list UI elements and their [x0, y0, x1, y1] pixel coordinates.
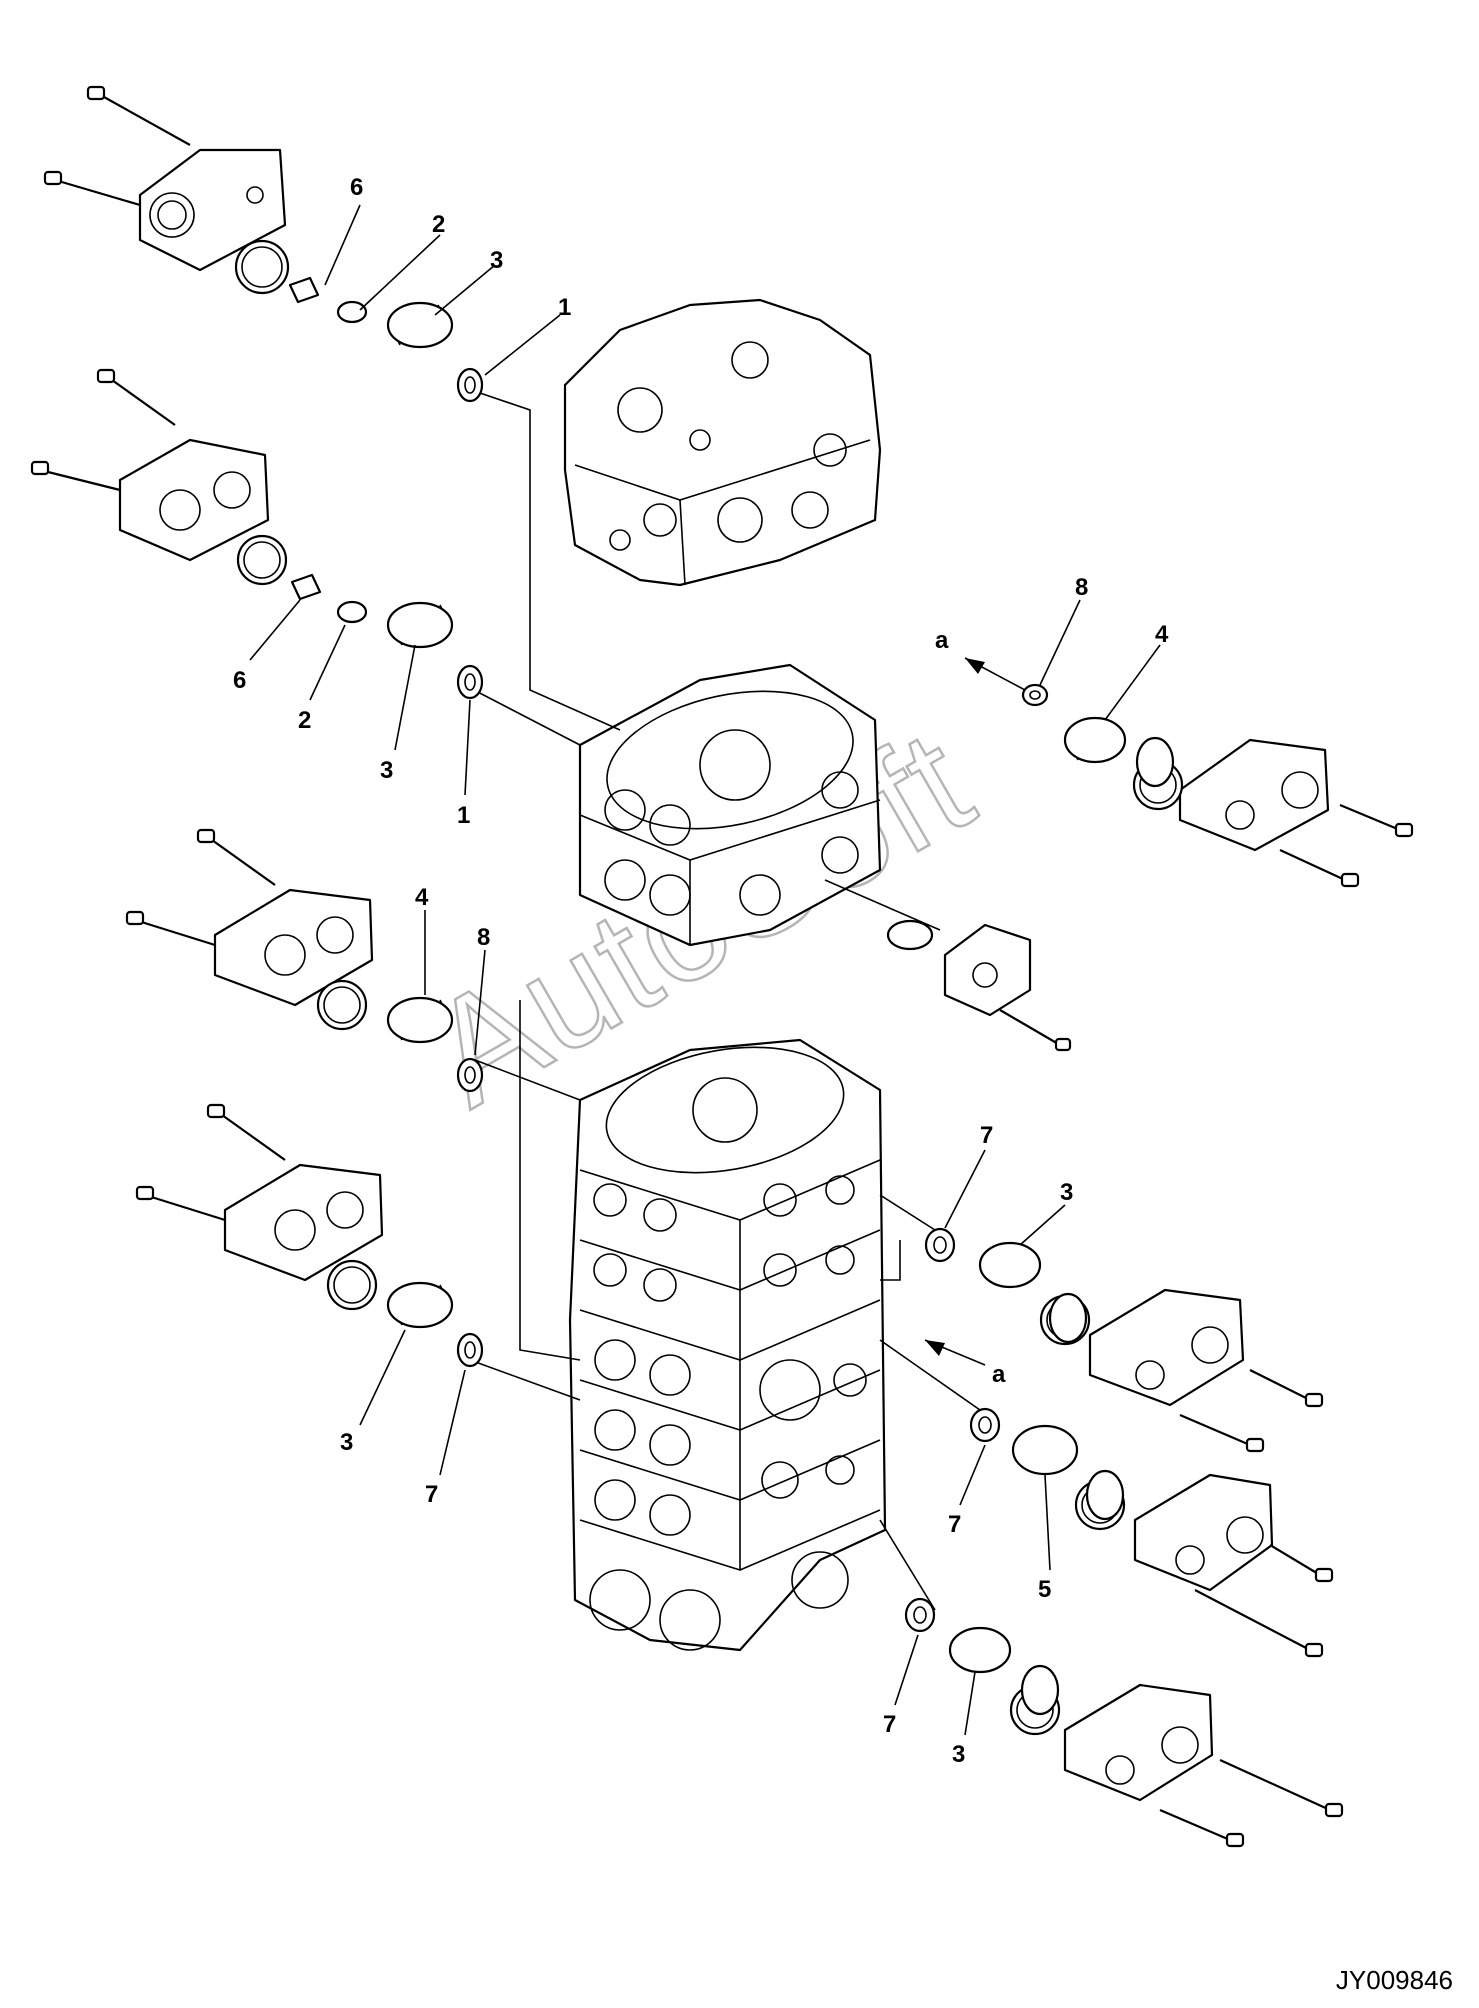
washer-8-right — [1021, 683, 1049, 707]
callout-2-mid: 2 — [298, 707, 311, 734]
sleeve-top — [336, 300, 368, 324]
washer-7-right-upper — [924, 1227, 956, 1263]
cover-plate-bottom-left — [135, 1103, 384, 1311]
callout-7-left-lower: 7 — [425, 1481, 438, 1508]
o-ring-right-lower — [1020, 1664, 1060, 1716]
washer-7-right-mid — [969, 1407, 1001, 1443]
o-ring-right-upper — [1135, 736, 1175, 788]
callout-2-top: 2 — [432, 211, 445, 238]
spring-right-3 — [978, 1241, 1042, 1289]
o-ring-right-3 — [1048, 1292, 1088, 1344]
callout-3-right-lower: 3 — [952, 1741, 965, 1768]
valve-body-lower-stack — [568, 1038, 887, 1652]
cover-plate-top-left — [43, 85, 290, 295]
callout-leaders — [249, 204, 1161, 1736]
callout-a-lower: a — [992, 1361, 1006, 1388]
spring-right-lower-3 — [948, 1626, 1012, 1674]
sleeve-mid — [336, 600, 368, 624]
callout-labels: 6 2 3 1 6 2 3 1 8 4 a 4 8 7 3 a 3 7 7 5 … — [233, 174, 1169, 1768]
callout-4-right: 4 — [1155, 621, 1169, 648]
callout-4-left: 4 — [415, 884, 429, 911]
callout-5-right: 5 — [1038, 1576, 1051, 1603]
callout-6-mid: 6 — [233, 667, 246, 694]
plug-mid — [290, 573, 322, 601]
callout-a-upper: a — [935, 627, 949, 654]
valve-body-middle-section — [578, 663, 882, 947]
o-ring-right-5 — [1085, 1469, 1125, 1521]
callout-3-right-upper: 3 — [1060, 1179, 1073, 1206]
callout-7-right-upper: 7 — [980, 1122, 993, 1149]
callout-3-top: 3 — [490, 247, 503, 274]
washer-1-top — [456, 367, 484, 403]
spring-right-upper-4 — [1063, 716, 1127, 764]
washer-7-left — [456, 1332, 484, 1368]
washer-8-left — [456, 1057, 484, 1093]
callout-8-left: 8 — [477, 924, 490, 951]
callout-1-mid: 1 — [457, 802, 470, 829]
arrow-a-lower — [924, 1339, 986, 1366]
washer-1-mid — [456, 664, 484, 700]
callout-3-mid: 3 — [380, 757, 393, 784]
spring-mid — [386, 601, 454, 649]
callout-8-right: 8 — [1075, 574, 1088, 601]
valve-body-top-section — [563, 298, 882, 587]
document-id: JY009846 — [1335, 1965, 1453, 1995]
washer-7-right-lower — [904, 1597, 936, 1633]
cover-plate-right-upper — [1132, 738, 1414, 888]
small-block-right — [886, 919, 1072, 1052]
callout-7-right-mid: 7 — [948, 1511, 961, 1538]
spring-left-4 — [386, 996, 454, 1044]
spring-left-lower — [386, 1281, 454, 1329]
arrow-a-upper — [964, 657, 1026, 691]
spring-right-5 — [1011, 1424, 1079, 1476]
callout-7-right-lower: 7 — [883, 1711, 896, 1738]
cover-plate-right-bottom — [1009, 1683, 1344, 1848]
cover-plate-lower-left — [125, 828, 374, 1031]
callout-6-top: 6 — [350, 174, 363, 201]
callout-3-left-lower: 3 — [340, 1429, 353, 1456]
plug-top — [288, 276, 320, 304]
callout-1-top: 1 — [558, 294, 571, 321]
cover-plate-mid-left — [30, 368, 288, 586]
